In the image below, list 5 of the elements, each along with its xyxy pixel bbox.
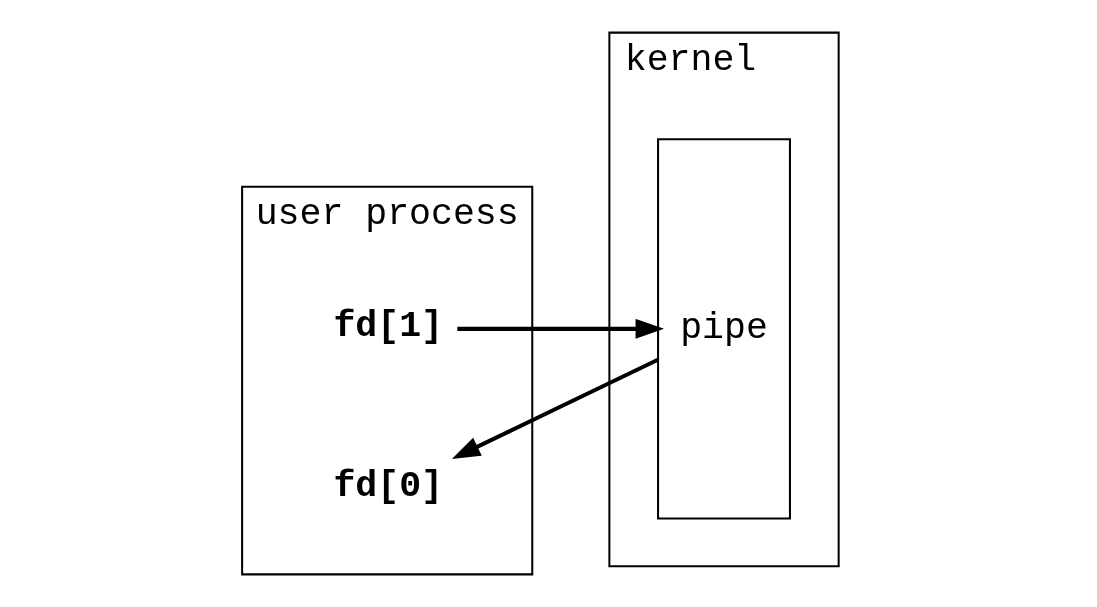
node-text: fd[0]	[333, 466, 443, 508]
node-text: fd[1]	[333, 305, 443, 347]
node-box: pipe	[657, 138, 791, 520]
arrow	[457, 318, 665, 339]
arrow	[451, 357, 659, 459]
